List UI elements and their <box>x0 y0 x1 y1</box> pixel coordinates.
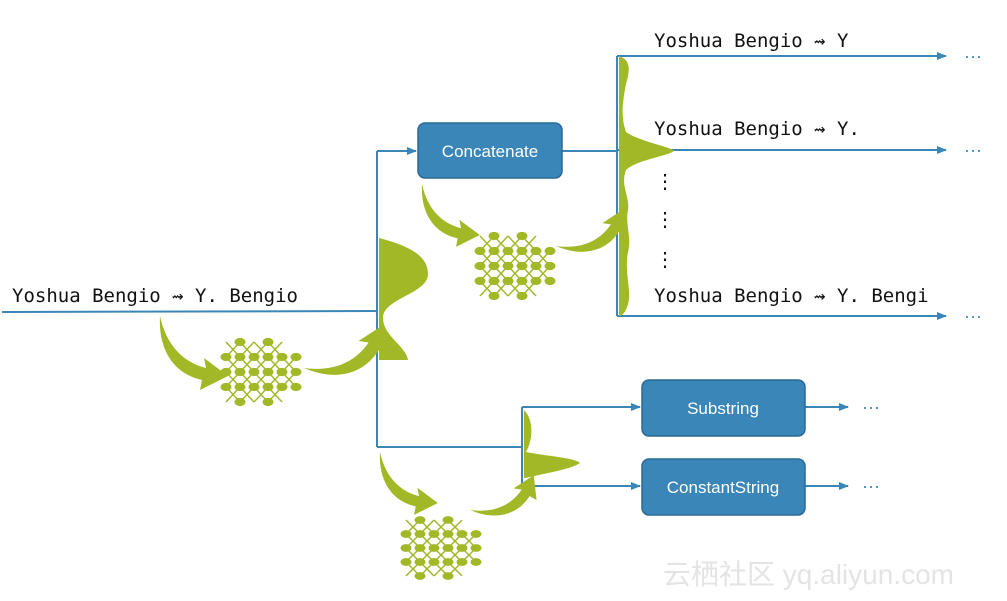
vertical-ellipsis: ⋮ <box>655 209 675 231</box>
input-example-text: Yoshua Bengio ⇝ Y. Bengio <box>12 285 298 307</box>
substring-label: Substring <box>687 399 759 418</box>
continuation-dots: ··· <box>964 46 982 66</box>
neural-network-icon <box>399 515 483 581</box>
continuation-dots: ··· <box>862 397 880 417</box>
green-arrow-icon <box>379 452 438 515</box>
neural-network-icon <box>473 231 557 301</box>
concatenate-box[interactable]: Concatenate <box>417 122 563 179</box>
neural-network-icon <box>219 337 303 407</box>
constant-string-box[interactable]: ConstantString <box>641 458 806 516</box>
substring-box[interactable]: Substring <box>641 379 806 437</box>
output-example-text: Yoshua Bengio ⇝ Y <box>654 30 849 52</box>
output-example-text: Yoshua Bengio ⇝ Y. <box>654 118 860 140</box>
constant-string-label: ConstantString <box>667 478 779 497</box>
continuation-dots: ··· <box>964 306 982 326</box>
continuation-dots: ··· <box>964 140 982 160</box>
output-example-text: Yoshua Bengio ⇝ Y. Bengi <box>654 285 929 307</box>
continuation-dots: ··· <box>862 476 880 496</box>
green-arrow-icon <box>421 184 480 247</box>
watermark: 云栖社区 yq.aliyun.com <box>663 559 954 590</box>
green-arrow-icon <box>159 316 228 390</box>
substring-distribution-curve <box>524 410 580 478</box>
concatenate-label: Concatenate <box>442 142 538 161</box>
vertical-ellipsis: ⋮ <box>655 249 675 271</box>
output-distribution-curve <box>619 56 674 316</box>
operator-distribution-curve <box>379 238 428 360</box>
vertical-ellipsis: ⋮ <box>655 171 675 193</box>
